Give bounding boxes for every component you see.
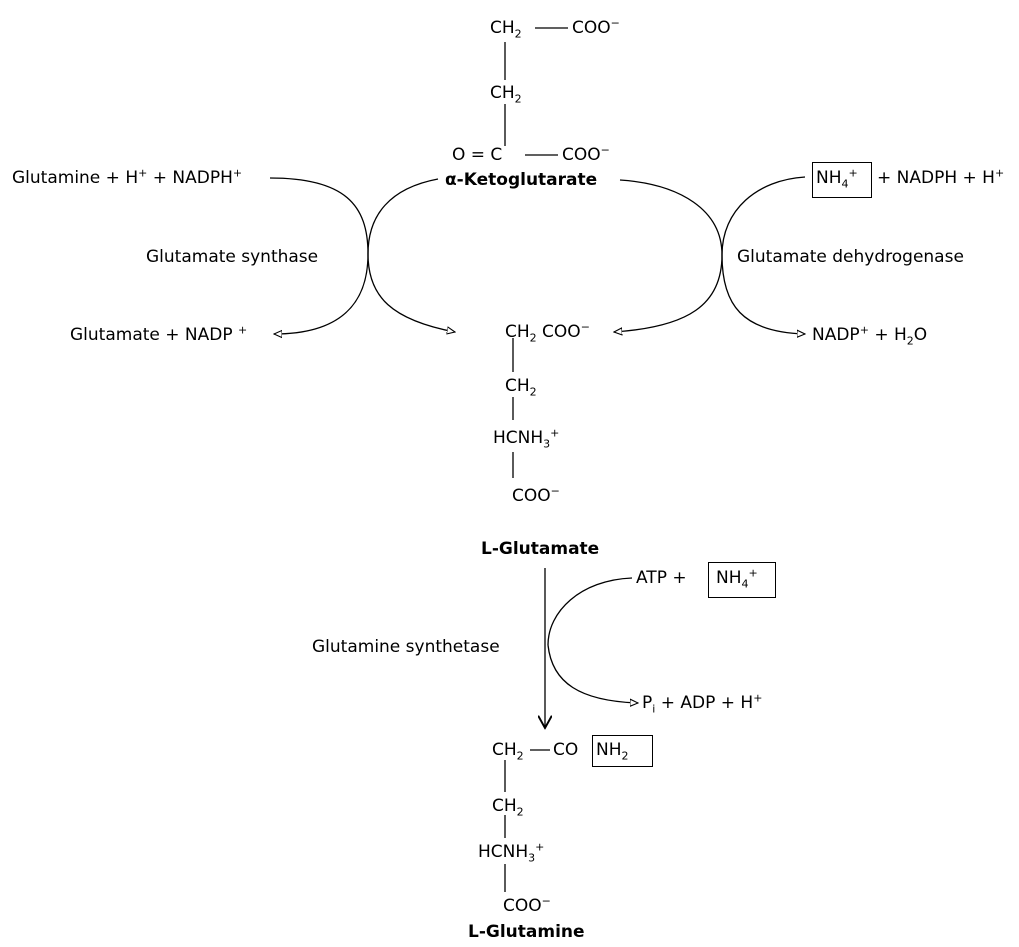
- gln-mid-ch2: CH2: [492, 796, 524, 819]
- glutamate-name: L-Glutamate: [481, 539, 600, 559]
- synthase-substrate: Glutamine + H+ + NADPH+: [12, 166, 243, 188]
- glu-amine: HCNH3+: [493, 426, 560, 451]
- akg-keto-carbon: O = C: [452, 145, 503, 165]
- dh-ammonium-box: [812, 162, 872, 198]
- synthetase-ammonium: NH4+: [716, 566, 758, 591]
- gln-top-ch2: CH2: [492, 740, 524, 763]
- gln-bottom-coo: COO−: [503, 894, 551, 916]
- akg-top-ch2: CH2: [490, 18, 522, 41]
- gln-carbonyl: CO: [553, 740, 579, 760]
- akg-top-coo: COO−: [572, 16, 620, 38]
- glu-top: CH2 COO−: [505, 320, 590, 345]
- synthase-product-curve: [274, 253, 369, 334]
- synthetase-enzyme-label: Glutamine synthetase: [312, 637, 500, 657]
- akg-mid-ch2: CH2: [490, 83, 522, 106]
- synthetase-product-curve: [547, 644, 638, 703]
- synthase-akg-curve: [367, 178, 439, 255]
- synthetase-ammonium-box: [708, 562, 776, 598]
- dh-substrate-curve: [721, 176, 806, 256]
- dh-enzyme-label: Glutamate dehydrogenase: [737, 247, 964, 267]
- synthase-product: Glutamate + NADP +: [70, 323, 248, 345]
- synthetase-product: Pi + ADP + H+: [642, 691, 763, 716]
- dh-ammonium: NH4+: [816, 166, 858, 191]
- synthase-enzyme-label: Glutamate synthase: [146, 247, 319, 267]
- dh-glutamate-curve: [614, 254, 723, 332]
- gln-amine: HCNH3+: [478, 840, 545, 865]
- dh-substrate-rest: + NADPH + H+: [877, 166, 1005, 188]
- gln-amide: NH2: [596, 740, 629, 763]
- glu-bottom-coo: COO−: [512, 484, 560, 506]
- akg-bottom-coo: COO−: [562, 143, 610, 165]
- gln-amide-box: [592, 735, 653, 767]
- dh-product: NADP+ + H2O: [812, 323, 928, 348]
- akg-name: α-Ketoglutarate: [445, 170, 598, 190]
- synthetase-substrate: ATP +: [636, 568, 687, 588]
- glutamine-name: L-Glutamine: [468, 922, 585, 942]
- glu-mid-ch2: CH2: [505, 376, 537, 399]
- synthase-substrate-curve: [269, 177, 369, 255]
- synthetase-substrate-curve: [547, 577, 633, 646]
- dh-akg-curve: [619, 179, 723, 256]
- synthase-glutamate-curve: [367, 253, 455, 332]
- dh-product-curve: [721, 254, 805, 334]
